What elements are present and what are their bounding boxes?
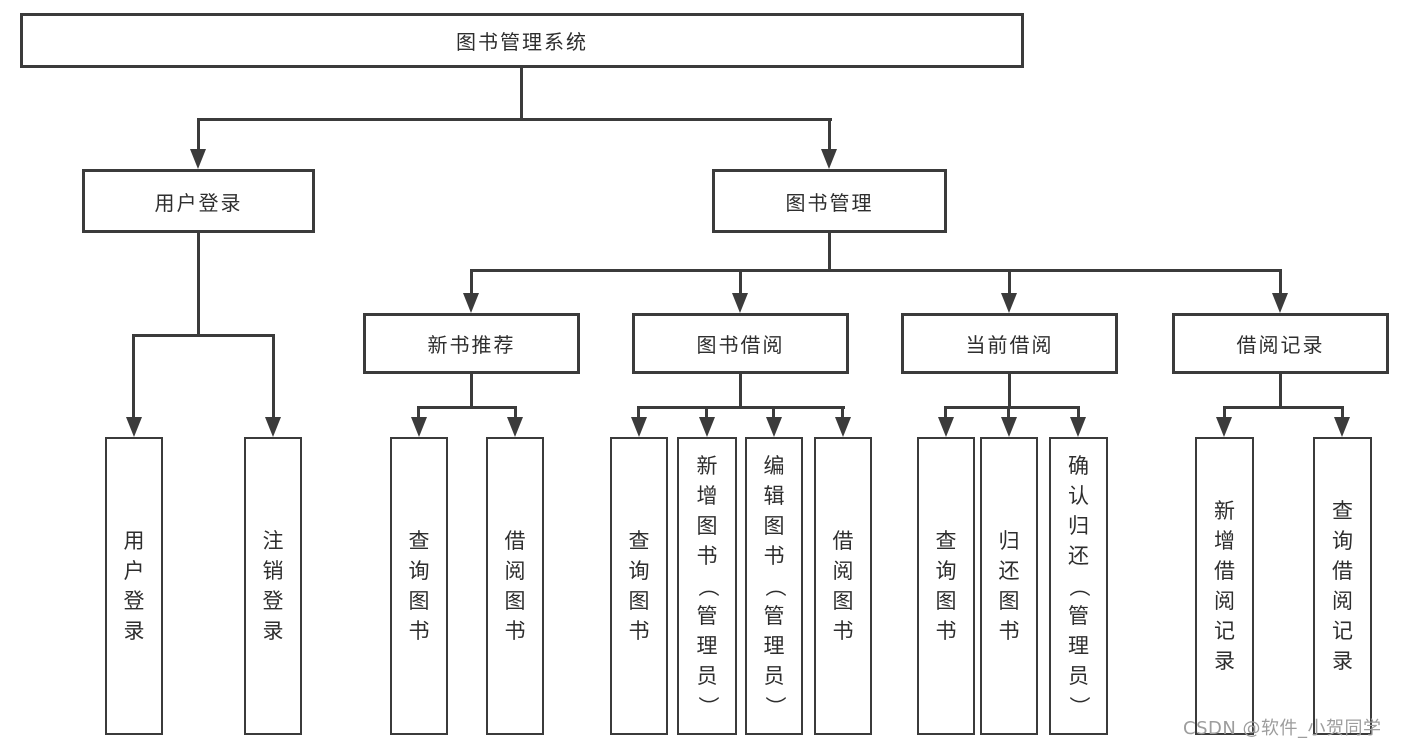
arrowhead-down-icon — [766, 417, 782, 437]
arrowhead-down-icon — [699, 417, 715, 437]
node-user-login-label: 用户登录 — [154, 190, 243, 215]
node-leaf-br-add-record: 新增借阅记录 — [1195, 437, 1254, 735]
node-current-borrow-label: 当前借阅 — [965, 333, 1054, 357]
arrowhead-down-icon — [265, 417, 281, 437]
node-leaf-bb-add-books-admin: 新增图书（管理员） — [677, 437, 737, 735]
connector-book-borrow-stub — [739, 374, 742, 409]
connector-level2-rail — [470, 269, 1282, 272]
connector-leaf-drop — [772, 406, 775, 422]
node-new-books: 新书推荐 — [363, 313, 580, 374]
connector-new-books-rail — [417, 406, 517, 409]
node-book-mgmt-label: 图书管理 — [785, 190, 874, 215]
node-leaf-user-login: 用户登录 — [105, 437, 163, 735]
connector-user-login-drop — [197, 118, 200, 154]
connector-leaf-logout-drop — [272, 334, 275, 420]
arrowhead-down-icon — [463, 293, 479, 313]
connector-user-login-stub — [197, 233, 200, 337]
node-leaf-bb-query-books: 查询图书 — [610, 437, 668, 735]
node-book-borrow-label: 图书借阅 — [696, 333, 785, 357]
node-leaf-cb-query-books-label: 查询图书 — [935, 528, 957, 643]
node-leaf-nb-borrow-books-label: 借阅图书 — [504, 528, 526, 643]
node-leaf-br-query-record-label: 查询借阅记录 — [1332, 498, 1353, 673]
arrowhead-down-icon — [1216, 417, 1232, 437]
node-leaf-nb-query-books-label: 查询图书 — [408, 528, 430, 643]
arrowhead-down-icon — [190, 149, 206, 169]
arrowhead-down-icon — [1001, 293, 1017, 313]
node-borrow-records: 借阅记录 — [1172, 313, 1389, 374]
node-book-mgmt: 图书管理 — [712, 169, 947, 233]
node-book-borrow: 图书借阅 — [632, 313, 849, 374]
node-leaf-cb-return-books: 归还图书 — [980, 437, 1038, 735]
node-leaf-bb-edit-books-admin-label: 编辑图书（管理员） — [762, 453, 787, 717]
connector-user-login-rail — [133, 334, 275, 337]
connector-leaf-drop — [841, 406, 844, 422]
node-new-books-label: 新书推荐 — [427, 333, 516, 357]
connector-leaf-drop — [1341, 406, 1344, 422]
arrowhead-down-icon — [732, 293, 748, 313]
arrowhead-down-icon — [1001, 417, 1017, 437]
connector-current-borrow-drop — [1008, 269, 1011, 300]
connector-leaf-drop — [1223, 406, 1226, 422]
node-leaf-bb-edit-books-admin: 编辑图书（管理员） — [745, 437, 803, 735]
connector-current-borrow-stub — [1008, 374, 1011, 409]
node-leaf-bb-add-books-admin-label: 新增图书（管理员） — [695, 453, 720, 717]
connector-new-books-stub — [470, 374, 473, 409]
csdn-watermark: CSDN @软件_小贺同学 — [1183, 718, 1382, 739]
node-leaf-br-query-record: 查询借阅记录 — [1313, 437, 1372, 735]
connector-leaf-drop — [514, 406, 517, 422]
node-leaf-nb-query-books: 查询图书 — [390, 437, 448, 735]
node-leaf-cb-return-books-label: 归还图书 — [998, 528, 1020, 643]
node-leaf-bb-borrow-books: 借阅图书 — [814, 437, 872, 735]
node-borrow-records-label: 借阅记录 — [1236, 333, 1325, 357]
connector-book-borrow-drop — [739, 269, 742, 300]
node-leaf-nb-borrow-books: 借阅图书 — [486, 437, 544, 735]
connector-borrow-records-stub — [1279, 374, 1282, 409]
node-root-label: 图书管理系统 — [456, 30, 588, 54]
connector-book-mgmt-drop — [828, 118, 831, 154]
connector-book-mgmt-stub — [828, 233, 831, 272]
arrowhead-down-icon — [126, 417, 142, 437]
arrowhead-down-icon — [938, 417, 954, 437]
connector-borrow-records-drop — [1279, 269, 1282, 300]
connector-leaf-drop — [944, 406, 947, 422]
node-leaf-cb-confirm-return-admin: 确认归还（管理员） — [1049, 437, 1108, 735]
connector-leaf-drop — [417, 406, 420, 422]
connector-leaf-login-drop — [132, 334, 135, 420]
node-leaf-br-add-record-label: 新增借阅记录 — [1214, 498, 1235, 673]
connector-current-borrow-rail — [944, 406, 1080, 409]
connector-book-borrow-rail — [637, 406, 845, 409]
node-leaf-cb-query-books: 查询图书 — [917, 437, 975, 735]
connector-leaf-drop — [637, 406, 640, 422]
connector-root-stub — [520, 68, 523, 119]
node-current-borrow: 当前借阅 — [901, 313, 1118, 374]
node-leaf-user-login-label: 用户登录 — [123, 528, 145, 643]
connector-new-books-drop — [470, 269, 473, 300]
node-leaf-logout-label: 注销登录 — [262, 528, 284, 643]
node-root: 图书管理系统 — [20, 13, 1024, 68]
node-leaf-bb-query-books-label: 查询图书 — [628, 528, 650, 643]
arrowhead-down-icon — [821, 149, 837, 169]
node-user-login: 用户登录 — [82, 169, 315, 233]
arrowhead-down-icon — [507, 417, 523, 437]
arrowhead-down-icon — [1272, 293, 1288, 313]
connector-borrow-records-rail — [1223, 406, 1344, 409]
connector-leaf-drop — [1007, 406, 1010, 422]
arrowhead-down-icon — [1070, 417, 1086, 437]
arrowhead-down-icon — [411, 417, 427, 437]
connector-leaf-drop — [1077, 406, 1080, 422]
arrowhead-down-icon — [631, 417, 647, 437]
node-leaf-cb-confirm-return-admin-label: 确认归还（管理员） — [1067, 453, 1091, 717]
connector-level1-rail — [197, 118, 832, 121]
connector-leaf-drop — [705, 406, 708, 422]
arrowhead-down-icon — [1334, 417, 1350, 437]
node-leaf-logout: 注销登录 — [244, 437, 302, 735]
node-leaf-bb-borrow-books-label: 借阅图书 — [832, 528, 854, 643]
arrowhead-down-icon — [835, 417, 851, 437]
